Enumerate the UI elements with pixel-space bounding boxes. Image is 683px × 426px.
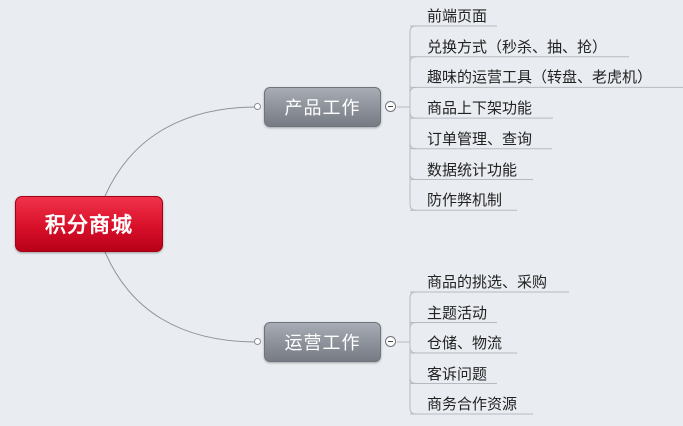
subtopic-item[interactable]: 客诉问题 [427,364,488,383]
collapse-toggle-icon[interactable] [385,101,396,112]
branch-port [254,103,261,110]
subtopic-item[interactable]: 兑换方式（秒杀、抽、抢） [427,37,608,56]
collapse-toggle-icon[interactable] [385,336,396,347]
subtopic-item[interactable]: 趣味的运营工具（转盘、老虎机） [427,68,653,87]
subtopic-item[interactable]: 订单管理、查询 [427,129,533,148]
subtopic-item[interactable]: 商品上下架功能 [427,99,533,118]
subtopic-item[interactable]: 前端页面 [427,7,488,25]
subtopic-item[interactable]: 主题活动 [427,303,488,322]
branch-port [254,338,261,345]
root-topic[interactable]: 积分商城 [15,196,163,252]
branch-topic-product[interactable]: 产品工作 [264,87,381,127]
subtopic-item[interactable]: 仓储、物流 [427,334,503,352]
subtopic-item[interactable]: 商务合作资源 [427,395,518,413]
subtopic-item[interactable]: 数据统计功能 [427,160,518,179]
subtopic-item[interactable]: 防作弊机制 [427,191,503,210]
subtopic-item[interactable]: 商品的挑选、采购 [427,273,548,291]
branch-topic-operations[interactable]: 运营工作 [264,322,381,362]
